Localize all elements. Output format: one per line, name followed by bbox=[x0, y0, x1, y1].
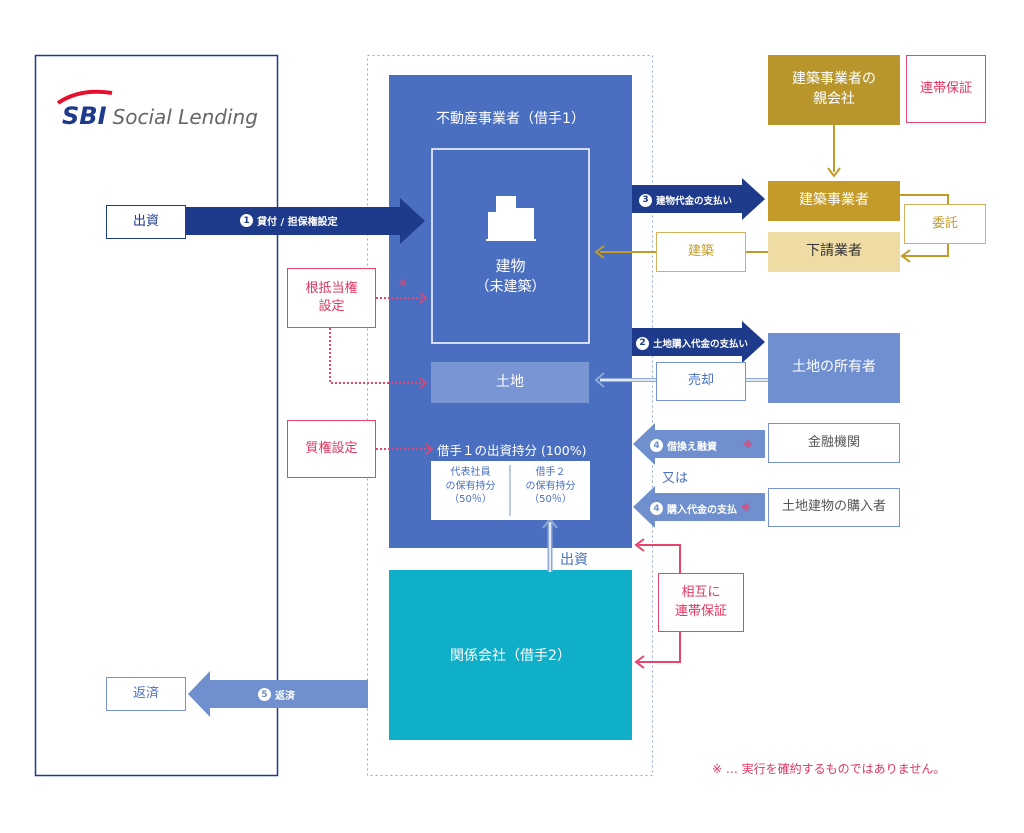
mutual-guarantee-box: 相互に連帯保証 bbox=[658, 573, 744, 632]
line: 借手２ bbox=[535, 467, 566, 478]
pledge-box: 質権設定 bbox=[287, 420, 376, 478]
land-label: 土地 bbox=[496, 373, 524, 390]
step-3-icon: 3 bbox=[639, 193, 652, 207]
mortgage-box: 根抵当権設定 bbox=[287, 268, 376, 328]
investor-panel bbox=[34, 54, 279, 777]
arrow-2 bbox=[632, 321, 765, 363]
building-box bbox=[431, 148, 590, 344]
disclaimer-note: ※ … 実行を確約するものではありません。 bbox=[712, 762, 946, 776]
land-owner-box: 土地の所有者 bbox=[768, 333, 900, 403]
arrow-4b bbox=[633, 486, 765, 528]
logo-name: Social Lending bbox=[112, 105, 258, 129]
label: 土地購入代金の支払い bbox=[653, 339, 749, 350]
step-2-icon: 2 bbox=[636, 336, 649, 350]
arrow-3-label: 3 建物代金の支払い bbox=[639, 193, 732, 207]
entrust-box: 委託 bbox=[904, 204, 986, 244]
label: 貸付 / 担保権設定 bbox=[257, 217, 338, 228]
step-1-icon: 1 bbox=[240, 214, 253, 227]
building-icon bbox=[486, 196, 536, 241]
arrow-3 bbox=[632, 178, 765, 220]
bank-box: 金融機関 bbox=[768, 423, 900, 463]
arrow-5 bbox=[188, 671, 368, 717]
arrow-5-label: 5 返済 bbox=[258, 687, 295, 702]
line: 連帯保証 bbox=[674, 603, 727, 619]
line: （50％） bbox=[449, 494, 492, 505]
step-5-icon: 5 bbox=[258, 688, 271, 701]
line: の保有持分 bbox=[525, 480, 576, 492]
invest-box: 出資 bbox=[106, 205, 186, 239]
label: 建物代金の支払い bbox=[656, 196, 733, 207]
subcontractor-box: 下請業者 bbox=[768, 232, 900, 272]
borrower-group-border bbox=[367, 55, 653, 776]
note-mark: ※ bbox=[741, 503, 751, 514]
step-4-icon: 4 bbox=[650, 502, 663, 515]
arrow-parent-builder bbox=[827, 167, 841, 178]
arrow-4a bbox=[633, 423, 765, 465]
share-borrower2: 借手２ の保有持分 （50％） bbox=[511, 466, 590, 507]
invest-label: 出資 bbox=[560, 552, 588, 568]
borrower2-title: 関係会社（借手2） bbox=[450, 648, 571, 665]
builder-parent-box: 建築事業者の親会社 bbox=[768, 55, 900, 125]
logo: SBI Social Lending bbox=[62, 102, 258, 130]
land-box bbox=[431, 362, 589, 403]
line: 代表社員 bbox=[450, 467, 491, 478]
sale-box: 売却 bbox=[656, 362, 746, 401]
arrow-sale bbox=[594, 372, 605, 388]
logo-brand: SBI bbox=[62, 102, 107, 130]
line: 建築事業者の bbox=[792, 71, 876, 88]
arrow-1-label: 1 貸付 / 担保権設定 bbox=[240, 213, 338, 228]
line: 設定 bbox=[318, 299, 345, 314]
mortgage-note-mark: ※ bbox=[398, 278, 407, 289]
arrow-1 bbox=[186, 198, 425, 244]
step-4-icon: 4 bbox=[650, 439, 663, 452]
line: （50％） bbox=[529, 494, 572, 505]
building-label: 建物 bbox=[495, 256, 526, 275]
joint-guarantee-box: 連帯保証 bbox=[906, 55, 986, 123]
arrow-4b-label: 4 購入代金の支払 ※ bbox=[650, 501, 751, 516]
borrower1-title: 不動産事業者（借手1） bbox=[436, 111, 585, 128]
builder-box: 建築事業者 bbox=[768, 181, 900, 221]
label: 返済 bbox=[275, 691, 295, 702]
buyer-box: 土地建物の購入者 bbox=[768, 488, 900, 527]
line: 根抵当権 bbox=[305, 280, 358, 296]
line: の保有持分 bbox=[445, 480, 496, 492]
repay-box: 返済 bbox=[106, 677, 186, 711]
arrow-4a-label: 4 借換え融資 ※ bbox=[650, 438, 753, 453]
arrow-2-label: 2 土地購入代金の支払い bbox=[636, 336, 748, 350]
note-mark: ※ bbox=[743, 440, 753, 451]
label: 借換え融資 bbox=[667, 442, 717, 453]
borrower2-panel bbox=[389, 570, 632, 740]
build-box: 建築 bbox=[656, 232, 746, 272]
share-representative: 代表社員の保有持分 （50％） bbox=[431, 466, 510, 507]
building-sub-label: （未建築） bbox=[475, 279, 546, 296]
line: 相互に bbox=[681, 585, 721, 601]
logo-swoosh bbox=[56, 89, 113, 105]
line: 親会社 bbox=[813, 91, 855, 107]
or-label: 又は bbox=[662, 471, 689, 486]
arrow-build bbox=[594, 245, 605, 259]
equity-label: 借手１の出資持分 (100%) bbox=[437, 443, 587, 458]
label: 購入代金の支払 bbox=[667, 505, 737, 516]
